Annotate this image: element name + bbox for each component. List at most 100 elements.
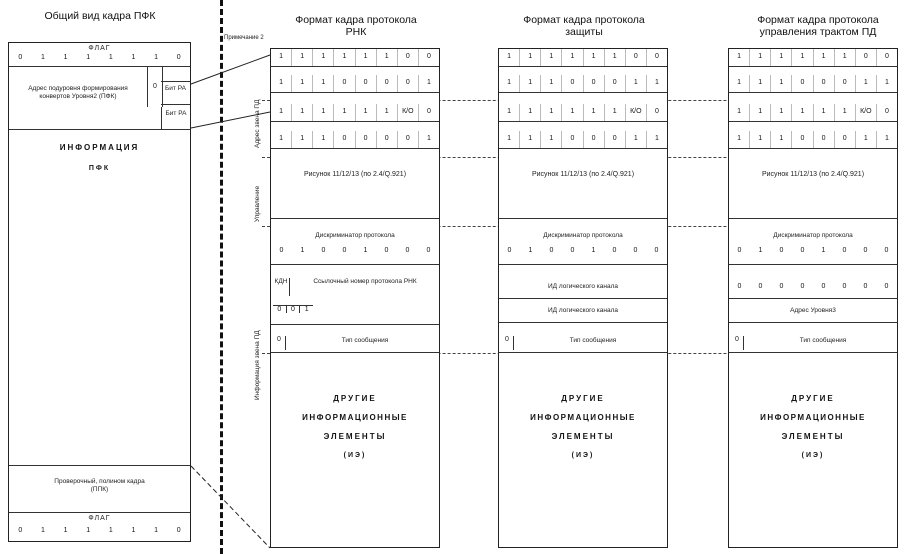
bit: 1: [520, 131, 542, 148]
pfk-address-area: Адрес подуровня формирования конвертов У…: [9, 67, 190, 130]
bit: К/О: [626, 104, 647, 121]
bit: 0: [863, 283, 868, 290]
bit: 0: [384, 247, 389, 254]
addr-row-4: 1 1 1 0 0 0 0 1: [271, 131, 439, 149]
bit: 0: [800, 247, 805, 254]
bit: 1: [313, 75, 335, 92]
bit: 0: [18, 527, 23, 534]
msg-bit: 0: [273, 336, 286, 350]
column-title-rnk: Формат кадра протокола РНК: [295, 14, 417, 38]
bit: 1: [821, 247, 826, 254]
msg-label: Тип сообщения: [799, 337, 847, 344]
bit-row: 1 1 1 1 1 1 К/О 0: [271, 104, 439, 121]
ld-label-2: ИД логического канала: [547, 307, 618, 314]
disc-bits: 0 1 0 0 1 0 0 0: [271, 247, 439, 254]
bit: 1: [792, 49, 814, 66]
pfk-title: Общий вид кадра ПФК: [44, 10, 156, 22]
bit: 0: [18, 54, 23, 61]
bit: 1: [528, 247, 533, 254]
bit: 1: [591, 247, 596, 254]
bit: 1: [292, 75, 314, 92]
bit: 0: [377, 75, 398, 92]
bit: 0: [800, 283, 805, 290]
bit: 1: [605, 104, 626, 121]
bit: 1: [108, 527, 113, 534]
bit: 1: [835, 104, 856, 121]
other-1: ДРУГИЕ: [561, 394, 605, 403]
disc-label: Дискриминатор протокола: [773, 232, 853, 239]
disc-row: Дискриминатор протокола 0 1 0 0 1 0 0 0: [499, 229, 667, 265]
addr-row-3: 1 1 1 1 1 1 К/О 0: [729, 104, 897, 122]
addr-row-3: 1 1 1 1 1 1 К/О 0: [499, 104, 667, 122]
ref-row: КДН Ссылочный номер протокола РНК 0 0 1: [271, 275, 439, 325]
bit: 1: [356, 104, 377, 121]
disc-row: Дискриминатор протокола 0 1 0 0 1 0 0 0: [271, 229, 439, 265]
bit: 1: [108, 54, 113, 61]
bit: 1: [426, 135, 431, 142]
bit: 0: [884, 247, 889, 254]
control-label: Рисунок 11/12/13 (по 2.4/Q.921): [303, 171, 407, 178]
bit: 1: [750, 75, 772, 92]
pfk-ra-cell-2: Бит РА: [161, 107, 190, 129]
bit: 0: [398, 49, 419, 66]
bit: 1: [884, 135, 889, 142]
bit: 1: [40, 527, 45, 534]
bit: 1: [292, 49, 314, 66]
addr-row-1: 1 1 1 1 1 1 0 0: [729, 49, 897, 67]
addr-row-4: 1 1 1 0 0 0 1 1: [499, 131, 667, 149]
bit: К/О: [856, 104, 877, 121]
ref-label: Ссылочный номер протокола РНК: [313, 278, 417, 285]
other-3: ЭЛЕМЕНТЫ: [781, 432, 845, 441]
bit: 0: [654, 53, 659, 60]
disc-bits: 0 1 0 0 1 0 0 0: [729, 247, 897, 254]
bit: 0: [605, 131, 626, 148]
msg-label: Тип сообщения: [569, 337, 617, 344]
bit: 0: [334, 75, 356, 92]
bit: 0: [814, 131, 835, 148]
bit: 1: [520, 49, 542, 66]
bit: 1: [271, 75, 293, 92]
bit: 0: [835, 75, 856, 92]
msg-row: 0 Тип сообщения: [271, 329, 439, 353]
zero-bits: 0 0 0 0 0 0 0 0: [729, 283, 897, 290]
bit: 0: [287, 306, 301, 313]
bit: 1: [584, 104, 605, 121]
pfk-info-label: ИНФОРМАЦИЯ: [59, 143, 140, 152]
bit: 0: [612, 247, 617, 254]
pfk-bit-ra-1: Бит РА: [165, 85, 186, 92]
pfk-address-bit: 0: [153, 83, 157, 90]
addr-row-2: 1 1 1 0 0 0 0 1: [271, 75, 439, 93]
bit: 1: [63, 54, 68, 61]
bit: 1: [729, 131, 751, 148]
bit: 1: [584, 49, 605, 66]
pfk-bit-ra-2: Бит РА: [165, 110, 187, 117]
bit: 1: [271, 104, 293, 121]
bit: 1: [771, 75, 793, 92]
bit-row: 1 1 1 0 0 0 0 1: [271, 75, 439, 92]
bit: 0: [737, 283, 742, 290]
bit: 0: [279, 247, 284, 254]
bit: 1: [356, 49, 377, 66]
bit: 1: [654, 79, 659, 86]
other-4: (ИЭ): [571, 452, 595, 459]
bit: 0: [426, 53, 431, 60]
bit-row: 1 1 1 0 0 0 1 1: [729, 75, 897, 92]
bit: 1: [271, 131, 293, 148]
bit: 0: [779, 247, 784, 254]
bit: 1: [426, 79, 431, 86]
pfk-fcs-area: Проверочный, полином кадра (ППК): [9, 465, 190, 513]
msg-row: 0 Тип сообщения: [729, 329, 897, 353]
bit: 0: [377, 131, 398, 148]
bit-row: 1 1 1 1 1 1 К/О 0: [729, 104, 897, 121]
other-3: ЭЛЕМЕНТЫ: [323, 432, 387, 441]
control-label: Рисунок 11/12/13 (по 2.4/Q.921): [531, 171, 635, 178]
disc-row: Дискриминатор протокола 0 1 0 0 1 0 0 0: [729, 229, 897, 265]
addr-row-1: 1 1 1 1 1 1 0 0: [499, 49, 667, 67]
pfk-fcs-label: Проверочный, полином кадра (ППК): [54, 478, 145, 493]
column-frame-path-control: 1 1 1 1 1 1 0 0 1 1 1 0 0 0 1 1: [728, 48, 898, 548]
pfk-flag-row: ФЛАГ 0 1 1 1 1 1 1 0: [9, 43, 190, 67]
addr-row-2: 1 1 1 0 0 0 1 1: [729, 75, 897, 93]
disc-bits: 0 1 0 0 1 0 0 0: [499, 247, 667, 254]
bit: 1: [334, 49, 356, 66]
